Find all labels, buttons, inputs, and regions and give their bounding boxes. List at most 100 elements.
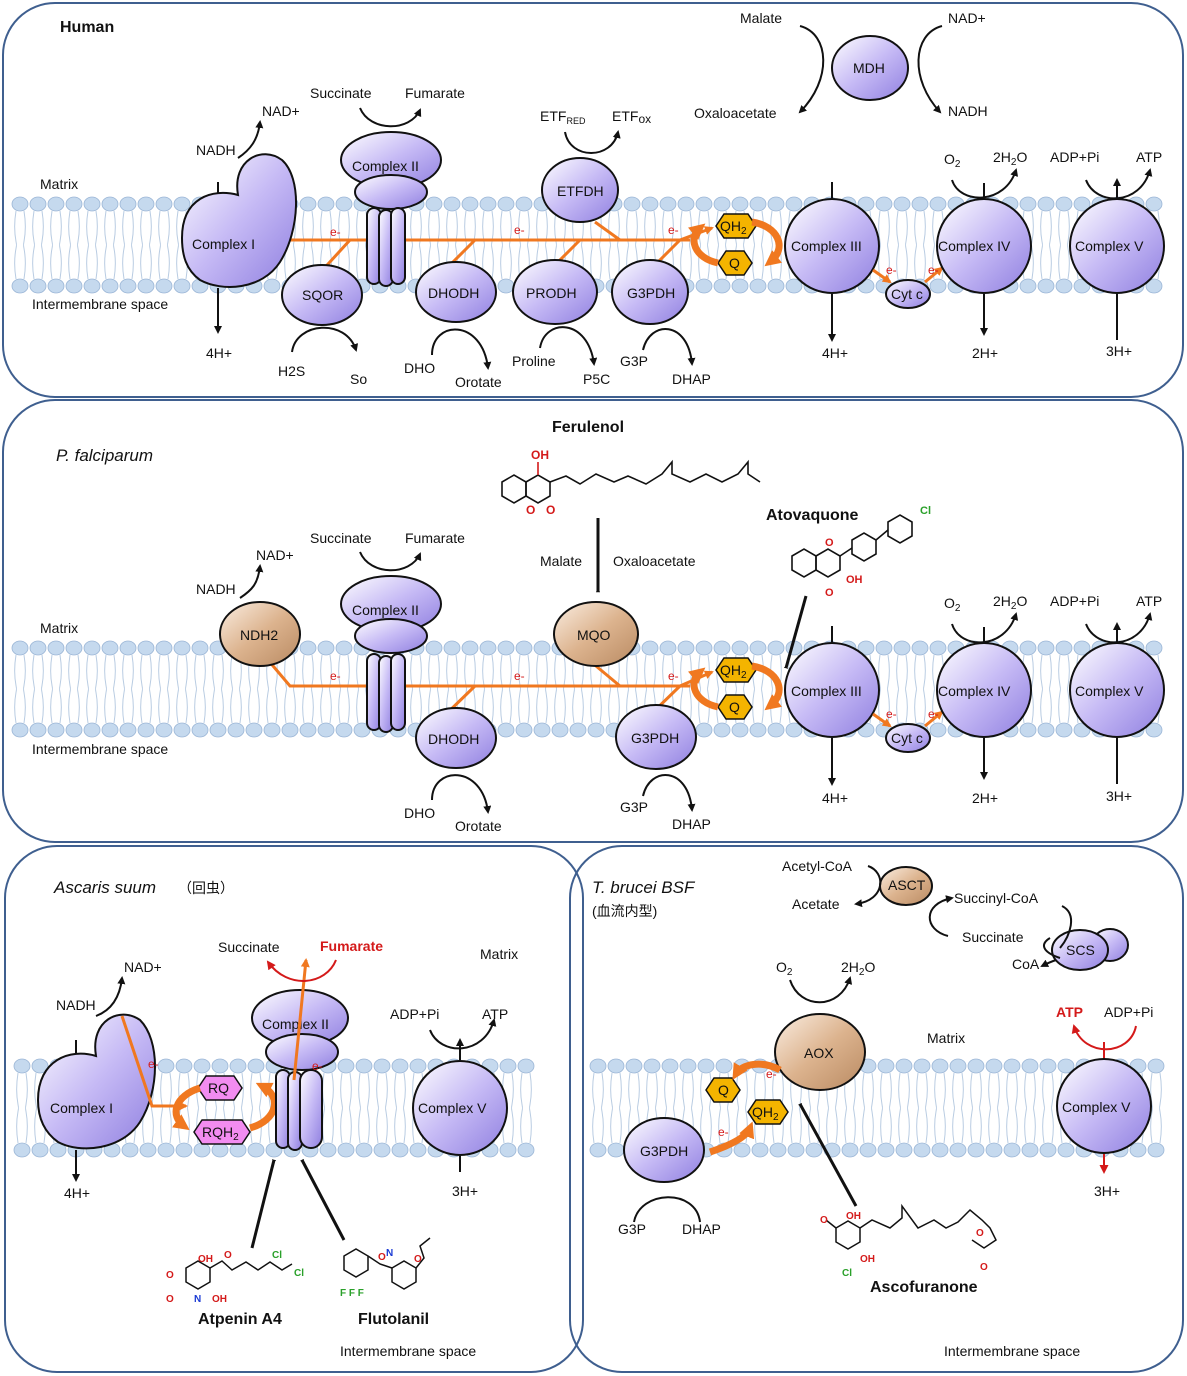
h2s-label: H2S: [278, 363, 305, 379]
lipid-tail: [898, 1072, 910, 1144]
lipid-head: [515, 640, 533, 656]
succinate-label: Succinate: [310, 85, 372, 101]
lipid-head: [895, 1142, 913, 1158]
lipid-head: [47, 640, 65, 656]
lipid-tail: [104, 654, 116, 724]
lipid-head: [643, 1058, 661, 1074]
proton-label: 2H+: [972, 345, 998, 361]
lipid-head: [1057, 1058, 1075, 1074]
panel-subtitle-tbrucei: (血流内型): [592, 903, 657, 919]
lipid-tail: [500, 654, 512, 724]
rqh2-label: RQH2: [202, 1124, 239, 1143]
rhodoquinone-pool: RQ RQH2: [172, 1075, 278, 1145]
lipid-tail: [1006, 1072, 1018, 1144]
lipid-head: [65, 196, 83, 212]
lipid-head: [749, 640, 767, 656]
lipid-tail: [844, 1072, 856, 1144]
lipid-tail: [590, 210, 602, 280]
lipid-head: [263, 722, 281, 738]
complex-ii: Complex II: [251, 989, 349, 1151]
lipid-head: [713, 196, 731, 212]
label-matrix: Matrix: [40, 176, 78, 192]
lipid-head: [929, 278, 947, 294]
lipid-head: [335, 196, 353, 212]
lipid-tail: [970, 1072, 982, 1144]
lipid-tail: [572, 654, 584, 724]
electron-label: e-: [718, 1125, 729, 1139]
lipid-tail: [340, 1072, 352, 1144]
lipid-head: [679, 1058, 697, 1074]
lipid-tail: [50, 210, 62, 280]
atovaquone-label: Atovaquone: [766, 507, 859, 524]
dhap-label: DHAP: [682, 1221, 721, 1237]
lipid-tail: [32, 654, 44, 724]
lipid-tail: [646, 1072, 658, 1144]
lipid-head: [857, 640, 875, 656]
h2o-label: 2H2O: [993, 593, 1027, 612]
g3p-label: G3P: [620, 353, 648, 369]
complex-v-label: Complex V: [1075, 683, 1144, 699]
lipid-tail: [914, 210, 926, 280]
proton-label: 4H+: [822, 345, 848, 361]
ndh2-label: NDH2: [240, 627, 278, 643]
lipid-tail: [68, 210, 80, 280]
lipid-head: [1019, 278, 1037, 294]
lipid-head: [895, 1058, 913, 1074]
lipid-tail: [32, 210, 44, 280]
complex-i: Complex I: [180, 153, 298, 334]
lipid-tail: [554, 654, 566, 724]
lipid-head: [695, 196, 713, 212]
lipid-tail: [1150, 1072, 1162, 1144]
lipid-head: [29, 722, 47, 738]
lipid-head: [391, 1058, 409, 1074]
lipid-tail: [68, 654, 80, 724]
o-label: O: [976, 1228, 984, 1239]
complex-iii: Complex III: [784, 626, 880, 786]
lipid-head: [29, 196, 47, 212]
lipid-head: [11, 640, 29, 656]
lipid-head: [1055, 722, 1073, 738]
lipid-head: [713, 278, 731, 294]
lipid-tail: [610, 1072, 622, 1144]
lipid-head: [83, 278, 101, 294]
o-label: O: [166, 1294, 174, 1305]
lipid-head: [767, 278, 785, 294]
succinyl-coa-label: Succinyl-CoA: [954, 890, 1039, 906]
complex-v: Complex V: [412, 1038, 508, 1172]
lipid-tail: [160, 1072, 172, 1144]
lipid-tail: [140, 210, 152, 280]
lipid-tail: [356, 654, 368, 724]
lipid-tail: [862, 1072, 874, 1144]
lipid-tail: [302, 654, 314, 724]
complex-v: Complex V: [1069, 178, 1165, 340]
lipid-head: [767, 722, 785, 738]
label-matrix: Matrix: [927, 1030, 965, 1046]
lipid-tail: [554, 210, 566, 280]
lipid-head: [83, 196, 101, 212]
lipid-head: [193, 1058, 211, 1074]
lipid-head: [373, 1142, 391, 1158]
h2o-label: 2H2O: [841, 959, 875, 978]
complex-v-label: Complex V: [1062, 1099, 1131, 1115]
adp-label: ADP+Pi: [390, 1006, 439, 1022]
lipid-head: [859, 1142, 877, 1158]
lipid-head: [1021, 1058, 1039, 1074]
lipid-head: [697, 1058, 715, 1074]
complex-iii-label: Complex III: [791, 683, 862, 699]
scs-label: SCS: [1066, 942, 1095, 958]
oh-label: OH: [846, 574, 863, 586]
lipid-tail: [608, 654, 620, 724]
electron-label: e-: [886, 707, 897, 721]
lipid-tail: [1040, 210, 1052, 280]
lipid-head: [1057, 1142, 1075, 1158]
lipid-head: [515, 722, 533, 738]
lipid-head: [319, 1142, 337, 1158]
g3pdh: G3PDH: [623, 1117, 705, 1183]
lipid-head: [499, 1142, 517, 1158]
lipid-head: [911, 640, 929, 656]
lipid-head: [517, 1058, 535, 1074]
lipid-head: [841, 1142, 859, 1158]
lipid-head: [175, 1058, 193, 1074]
orotate-label: Orotate: [455, 818, 502, 834]
lipid-head: [751, 1142, 769, 1158]
